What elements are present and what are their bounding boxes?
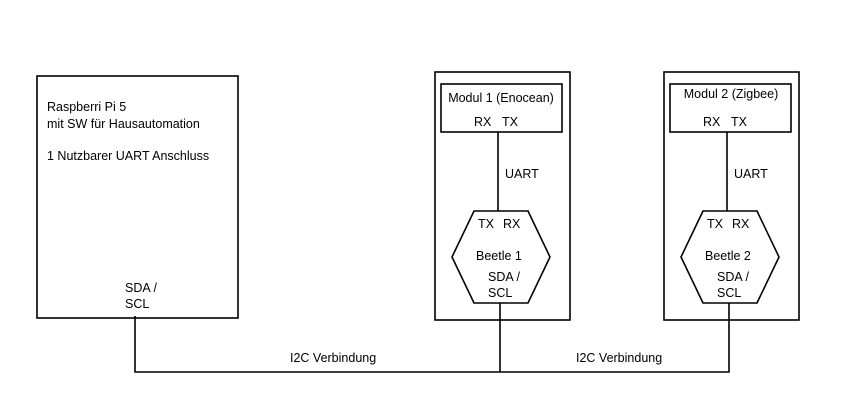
i2c-label-right: I2C Verbindung bbox=[576, 351, 662, 365]
i2c-label-left: I2C Verbindung bbox=[290, 351, 376, 365]
module1-uart-label: UART bbox=[505, 167, 539, 181]
raspberry-pi-scl-label: SCL bbox=[125, 297, 149, 311]
beetle1-sda-label: SDA / bbox=[488, 270, 520, 284]
beetle1-name: Beetle 1 bbox=[476, 249, 522, 263]
module1-node: Modul 1 (Enocean) RX TX UART TX RX Beetl… bbox=[434, 71, 571, 321]
module2-title: Modul 2 (Zigbee) bbox=[684, 87, 779, 101]
raspberry-pi-sda-label: SDA / bbox=[125, 281, 157, 295]
module2-node: Modul 2 (Zigbee) RX TX UART TX RX Beetle… bbox=[663, 71, 800, 321]
beetle2-rx-label: RX bbox=[732, 217, 750, 231]
beetle1-scl-label: SCL bbox=[488, 286, 512, 300]
raspberry-pi-name: Raspberri Pi 5 bbox=[47, 100, 126, 114]
module2-uart-label: UART bbox=[734, 167, 768, 181]
beetle1-tx-label: TX bbox=[478, 217, 495, 231]
beetle2-hexagon bbox=[680, 210, 780, 304]
beetle1-hexagon bbox=[451, 210, 551, 304]
module1-rx-label: RX bbox=[474, 115, 492, 129]
beetle2-name: Beetle 2 bbox=[705, 249, 751, 263]
module2-rx-label: RX bbox=[703, 115, 721, 129]
raspberry-pi-software: mit SW für Hausautomation bbox=[47, 117, 200, 131]
beetle2-scl-label: SCL bbox=[717, 286, 741, 300]
beetle1-rx-label: RX bbox=[503, 217, 521, 231]
beetle2-tx-label: TX bbox=[707, 217, 724, 231]
raspberry-pi-box bbox=[36, 75, 239, 319]
i2c-bus: I2C Verbindung I2C Verbindung bbox=[134, 303, 730, 373]
module1-title: Modul 1 (Enocean) bbox=[448, 91, 554, 105]
module2-radio-box bbox=[669, 83, 792, 133]
raspberry-pi-node: Raspberri Pi 5 mit SW für Hausautomation… bbox=[36, 75, 239, 319]
module1-tx-label: TX bbox=[502, 115, 519, 129]
raspberry-pi-uart-note: 1 Nutzbarer UART Anschluss bbox=[47, 149, 209, 163]
module1-radio-box bbox=[440, 83, 563, 133]
i2c-bus-line bbox=[134, 303, 730, 373]
beetle2-sda-label: SDA / bbox=[717, 270, 749, 284]
module2-tx-label: TX bbox=[731, 115, 748, 129]
